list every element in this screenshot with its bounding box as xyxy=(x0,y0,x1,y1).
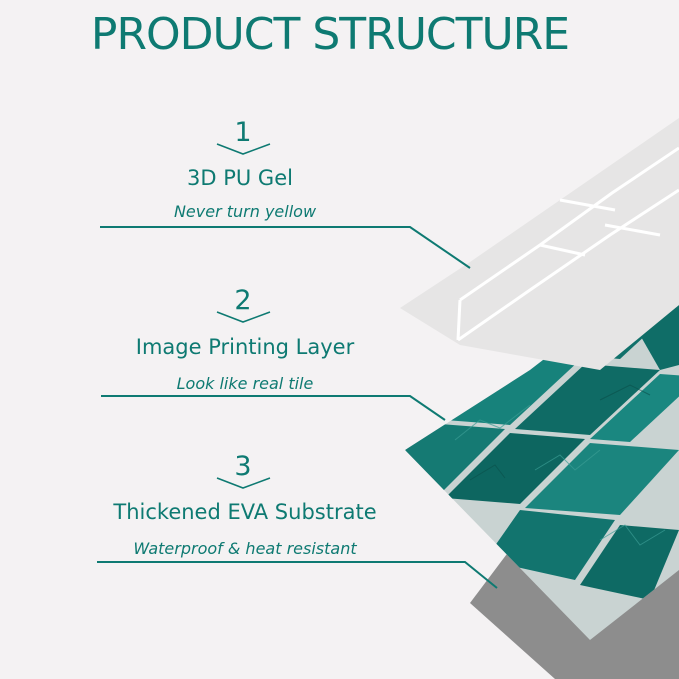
layer-name-3: Thickened EVA Substrate xyxy=(113,500,377,524)
page-title: PRODUCT STRUCTURE xyxy=(90,9,570,60)
leader-line-1 xyxy=(100,226,471,269)
pu-gel-layer xyxy=(400,118,679,370)
layer-name-1: 3D PU Gel xyxy=(187,166,293,190)
layer-number-1: 1 xyxy=(234,117,252,148)
layer-description-2: Look like real tile xyxy=(176,374,314,393)
chevron-down-icon xyxy=(216,143,271,155)
layer-number-3: 3 xyxy=(234,451,252,482)
layer-number-2: 2 xyxy=(234,285,252,316)
leader-line-3 xyxy=(97,561,498,589)
leader-line-2 xyxy=(101,395,446,421)
chevron-down-icon xyxy=(216,477,271,489)
layer-description-1: Never turn yellow xyxy=(173,202,317,221)
chevron-down-icon xyxy=(216,311,271,323)
layer-description-3: Waterproof & heat resistant xyxy=(133,539,357,558)
layer-name-2: Image Printing Layer xyxy=(135,335,355,359)
